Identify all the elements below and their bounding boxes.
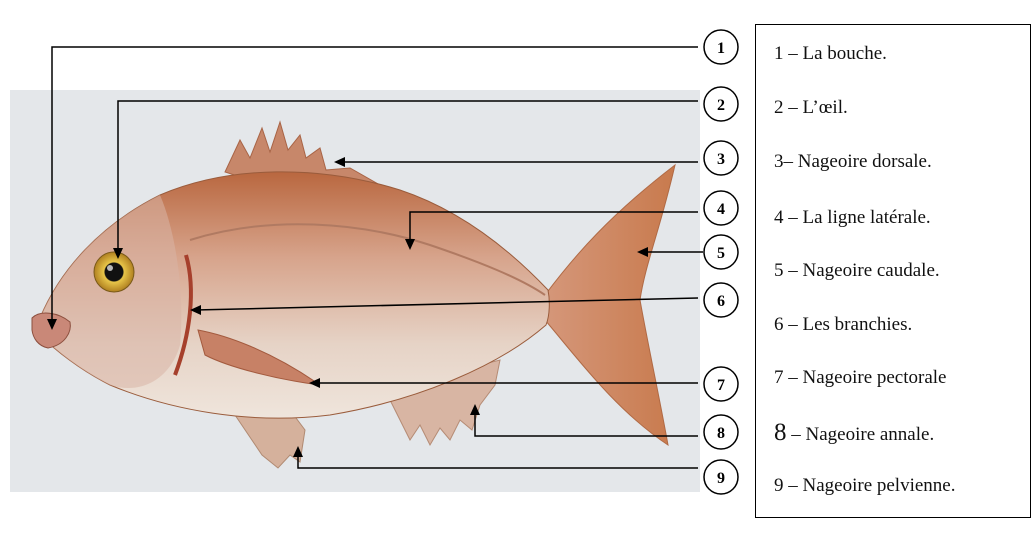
legend-box: 1 – La bouche. 2 – L’œil. 3– Nageoire do… xyxy=(755,24,1031,518)
legend-item-5: 5 – Nageoire caudale. xyxy=(774,260,940,282)
legend-number: 2 xyxy=(774,97,784,118)
legend-item-3: 3– Nageoire dorsale. xyxy=(774,151,932,173)
callout-5-label: 5 xyxy=(717,245,725,262)
legend-number: 4 xyxy=(774,207,784,228)
legend-text: – La ligne latérale. xyxy=(784,207,931,228)
legend-text: – Nageoire caudale. xyxy=(784,260,940,281)
legend-text: – Nageoire annale. xyxy=(787,424,935,445)
eye-shape xyxy=(94,252,134,292)
legend-number: 5 xyxy=(774,260,784,281)
legend-item-9: 9 – Nageoire pelvienne. xyxy=(774,475,955,497)
legend-item-1: 1 – La bouche. xyxy=(774,43,887,65)
legend-text: – Nageoire pectorale xyxy=(784,367,947,388)
legend-item-4: 4 – La ligne latérale. xyxy=(774,207,931,229)
legend-number: 1 xyxy=(774,43,784,64)
legend-number: 7 xyxy=(774,367,784,388)
legend-item-7: 7 – Nageoire pectorale xyxy=(774,367,947,389)
callout-3-label: 3 xyxy=(717,151,725,168)
legend-text: – Nageoire pelvienne. xyxy=(784,475,956,496)
legend-item-2: 2 – L’œil. xyxy=(774,97,848,119)
legend-item-8: 8 – Nageoire annale. xyxy=(774,419,934,447)
legend-text: – Les branchies. xyxy=(784,314,913,335)
legend-number: 8 xyxy=(774,419,787,446)
callout-7-label: 7 xyxy=(717,377,725,394)
callout-9-label: 9 xyxy=(717,470,725,487)
legend-number: 6 xyxy=(774,314,784,335)
callout-circles: 1 2 3 4 5 6 7 8 9 xyxy=(704,30,738,494)
legend-text: – L’œil. xyxy=(784,97,848,118)
callout-4-label: 4 xyxy=(717,201,725,218)
legend-text: – La bouche. xyxy=(784,43,887,64)
callout-6-label: 6 xyxy=(717,293,725,310)
legend-number: 3 xyxy=(774,151,784,172)
callout-1-label: 1 xyxy=(717,40,725,57)
legend-item-6: 6 – Les branchies. xyxy=(774,314,912,336)
callout-8-label: 8 xyxy=(717,425,725,442)
legend-text: – Nageoire dorsale. xyxy=(784,151,932,172)
legend-number: 9 xyxy=(774,475,784,496)
callout-2-label: 2 xyxy=(717,97,725,114)
